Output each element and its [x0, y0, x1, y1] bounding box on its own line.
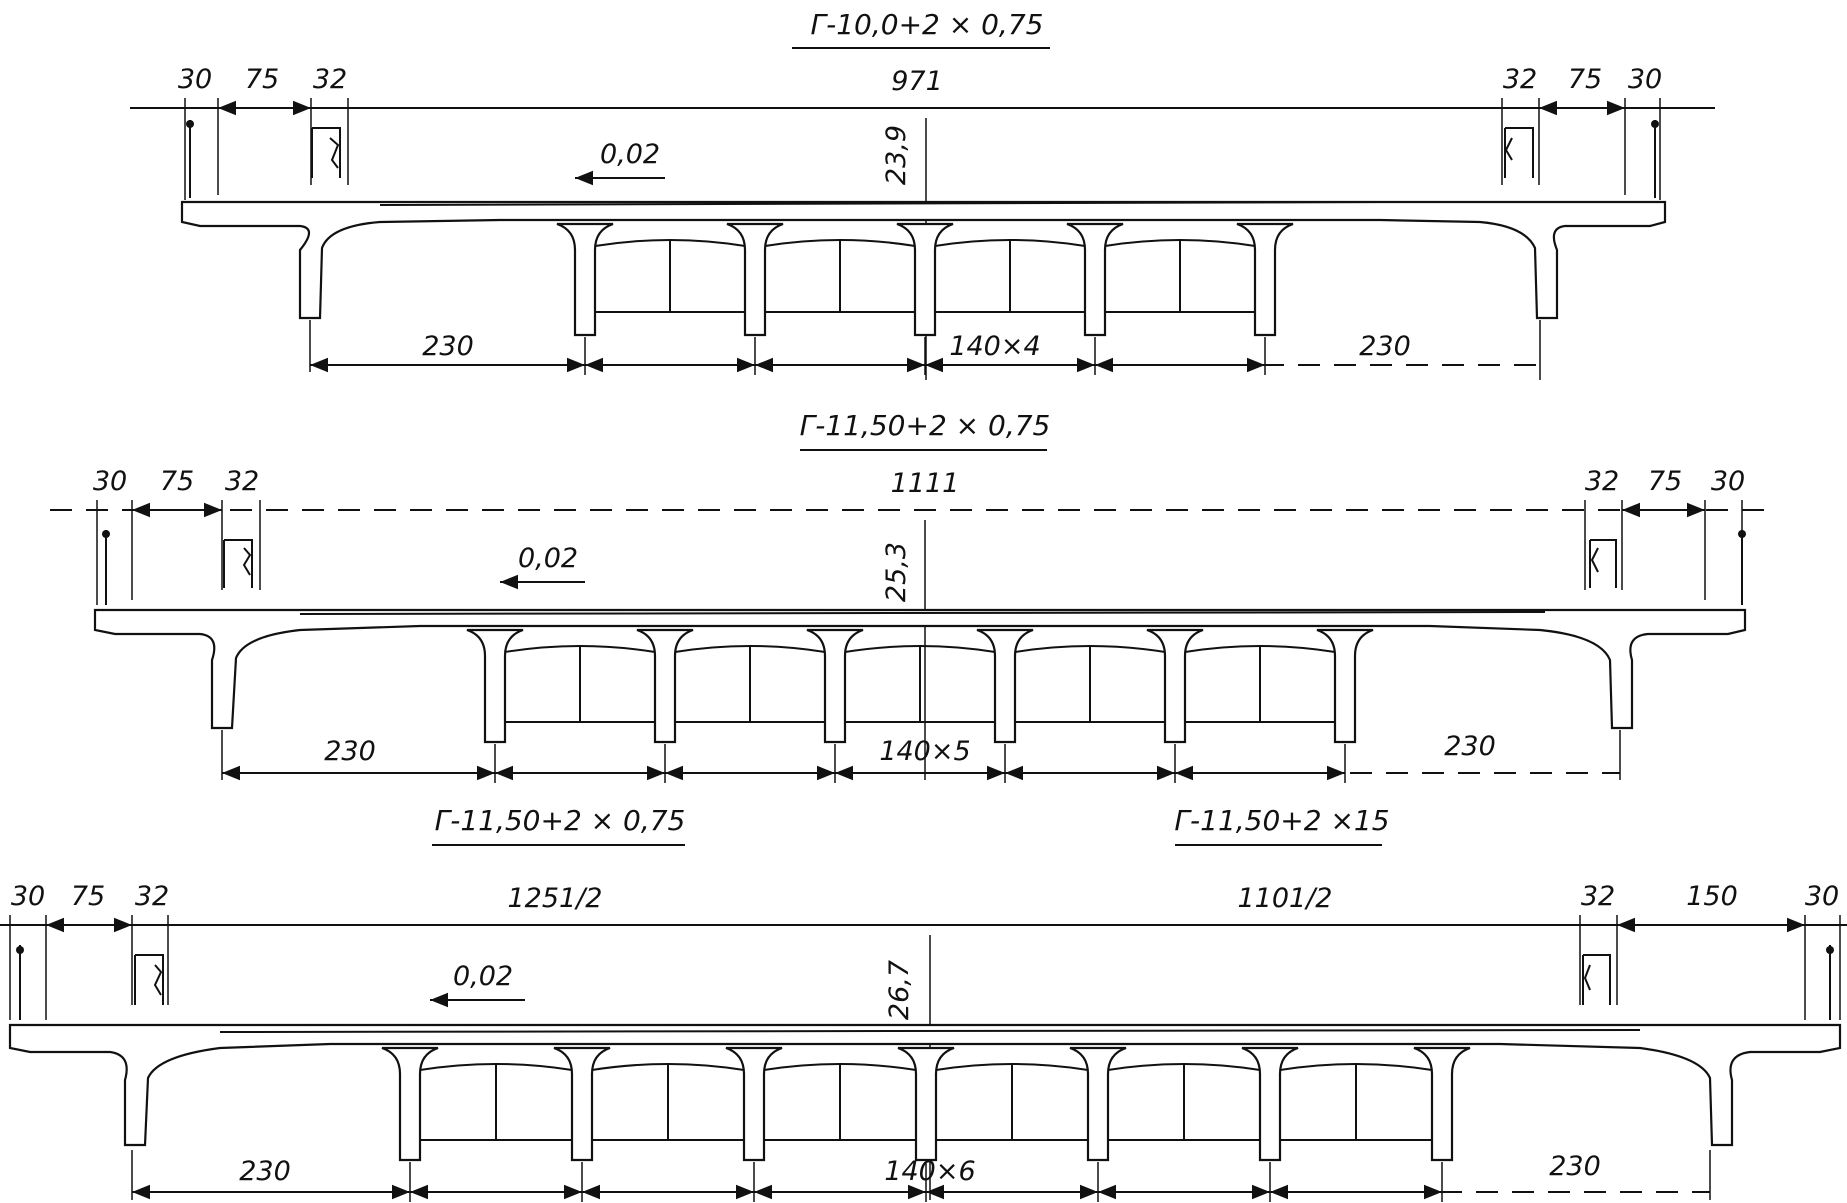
s2-dim-left-b: 75 — [160, 466, 194, 497]
beams-section-1 — [556, 222, 1294, 375]
s3-dim-main-left: 1251/2 — [508, 883, 603, 914]
s3-curb-left — [134, 954, 164, 1005]
s3-bottom-right-dim: 230 — [1549, 1151, 1601, 1182]
dim-left-a: 30 — [178, 64, 212, 95]
s2-bottom-right-dim: 230 — [1444, 731, 1496, 762]
dim-main: 971 — [891, 66, 943, 97]
height-label: 23,9 — [881, 125, 912, 185]
s3-curb-right — [1582, 954, 1611, 1005]
s3-dim-right-b: 150 — [1686, 881, 1738, 912]
s2-bottom-mid-dim: 140×5 — [879, 736, 970, 767]
s3-slope-label: 0,02 — [453, 961, 513, 992]
girder-rib — [976, 628, 1034, 744]
bottom-right-dim: 230 — [1359, 331, 1411, 362]
s3-dim-left-c: 32 — [135, 881, 169, 912]
dim-right-c: 32 — [1503, 64, 1537, 95]
s2-curb-right — [1589, 539, 1617, 588]
girder-rib — [897, 1046, 955, 1162]
beams-section-3 — [381, 1046, 1471, 1202]
s3-height-label: 26,7 — [884, 960, 915, 1020]
s2-dim-left-c: 32 — [225, 466, 259, 497]
girder-rib — [636, 628, 694, 744]
dim-left-c: 32 — [313, 64, 347, 95]
s2-curb-left — [223, 539, 253, 588]
girder-rib — [806, 628, 864, 744]
s2-dim-right-b: 75 — [1648, 466, 1682, 497]
girder-rib — [1069, 1046, 1127, 1162]
girder-rib — [556, 222, 614, 337]
section-3: Г-11,50+2 × 0,75 Г-11,50+2 ×15 30 75 32 … — [0, 804, 1847, 1202]
dim-right-b: 75 — [1568, 64, 1602, 95]
girder-rib — [1066, 222, 1124, 337]
s3-bottom-mid-dim: 140×6 — [884, 1156, 975, 1187]
s2-dim-right-c: 32 — [1585, 466, 1619, 497]
girder-rib — [725, 1046, 783, 1162]
s3-bottom-left-dim: 230 — [239, 1156, 291, 1187]
girder-rib — [1241, 1046, 1299, 1162]
section-3-title-left: Г-11,50+2 × 0,75 — [435, 804, 686, 837]
s2-deck-slab — [93, 608, 1747, 730]
slope-label: 0,02 — [600, 139, 660, 170]
s3-dim-left-b: 75 — [71, 881, 105, 912]
girder-rib — [466, 628, 524, 744]
girder-rib — [381, 1046, 439, 1162]
s2-dim-left-a: 30 — [93, 466, 127, 497]
girder-rib — [1413, 1046, 1471, 1162]
girder-rib — [726, 222, 784, 337]
girder-rib — [896, 222, 954, 337]
section-2-title: Г-11,50+2 × 0,75 — [800, 409, 1051, 442]
s3-dim-main-right: 1101/2 — [1238, 883, 1333, 914]
section-3-title-right: Г-11,50+2 ×15 — [1174, 804, 1389, 837]
s2-dim-main: 1111 — [891, 468, 960, 499]
beams-section-2 — [466, 628, 1374, 783]
s3-dim-left-a: 30 — [11, 881, 45, 912]
girder-rib — [1146, 628, 1204, 744]
s3-dim-right-c: 32 — [1581, 881, 1615, 912]
dim-left-b: 75 — [245, 64, 279, 95]
girder-rib — [553, 1046, 611, 1162]
girder-rib — [1236, 222, 1294, 337]
girder-rib — [1316, 628, 1374, 744]
dim-right-a: 30 — [1628, 64, 1662, 95]
curb-left — [311, 127, 341, 178]
s2-slope-label: 0,02 — [518, 543, 578, 574]
s2-bottom-left-dim: 230 — [324, 736, 376, 767]
bottom-left-dim: 230 — [422, 331, 474, 362]
curb-right — [1504, 127, 1534, 178]
section-1-title: Г-10,0+2 × 0,75 — [811, 8, 1044, 41]
bottom-mid-dim: 140×4 — [949, 331, 1040, 362]
section-1: Г-10,0+2 × 0,75 30 75 32 971 32 75 30 0,… — [130, 8, 1715, 380]
section-2: Г-11,50+2 × 0,75 30 75 32 1111 32 75 30 … — [50, 409, 1775, 783]
s3-deck-slab — [8, 1023, 1842, 1147]
deck-slab — [180, 200, 1667, 320]
s3-dim-right-a: 30 — [1805, 881, 1839, 912]
s2-dim-right-a: 30 — [1711, 466, 1745, 497]
s2-height-label: 25,3 — [881, 542, 912, 602]
